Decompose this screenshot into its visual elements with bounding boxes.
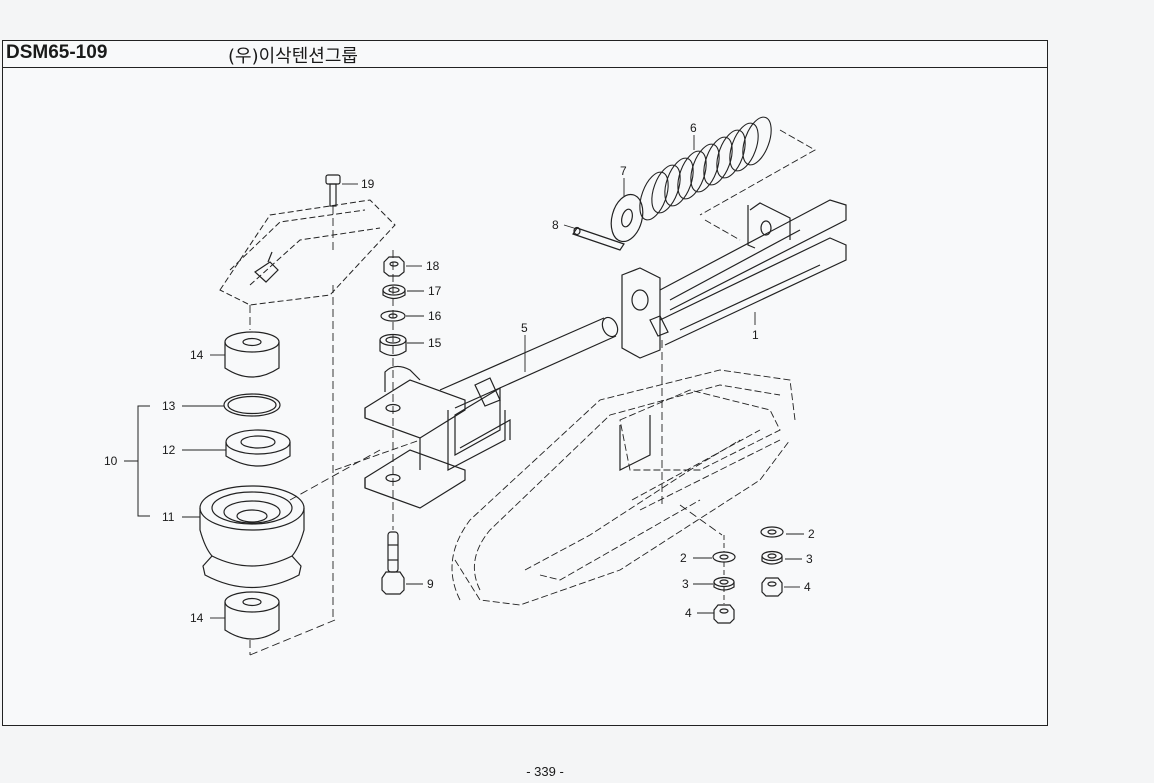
callout-11: 11 [162,510,175,524]
callout-4-right: 4 [804,580,811,594]
yoke-bracket [364,365,511,509]
callout-19: 19 [361,177,375,191]
nut-4-right [761,577,783,597]
callout-14-bottom: 14 [190,611,204,625]
callout-17: 17 [428,284,442,298]
bracket-clip [254,251,279,283]
leader-lines [182,135,804,619]
nut-4-left [713,604,735,624]
snap-ring-13 [223,393,281,417]
callout-14-top: 14 [190,348,204,362]
callout-16: 16 [428,309,442,323]
track-frame [334,369,796,606]
callout-7: 7 [620,164,627,178]
page-number: - 339 - [526,764,564,779]
washer-7 [610,193,644,243]
callout-10: 10 [104,454,118,468]
washer-2-left [712,551,736,563]
callout-1: 1 [752,328,759,342]
callout-2-right: 2 [808,527,815,541]
callout-3-left: 3 [682,577,689,591]
document-title: (우)이삭텐션그룹 [228,46,358,67]
document-code: DSM65-109 [6,42,108,63]
callout-15: 15 [428,336,442,350]
header-bar: DSM65-109 (우)이삭텐션그룹 [3,41,1047,68]
idler-wheel-11 [199,485,305,588]
callout-9: 9 [427,577,434,591]
bracket-plate [219,199,396,306]
bearing-12 [225,429,291,467]
roller-top-14 [224,331,280,378]
rod-5 [439,316,619,409]
callout-13: 13 [162,399,176,413]
spring-guide-lines [699,129,816,241]
callout-8: 8 [552,218,559,232]
spring-6 [639,116,772,221]
washer-16 [380,310,406,322]
bolt-19 [325,174,341,207]
group-bracket-10 [124,405,150,517]
frame-notch [619,415,651,471]
bushing-15 [379,333,407,357]
lock-washer-3-right [761,550,783,565]
parts-frame: DSM65-109 (우)이삭텐션그룹 [2,40,1048,726]
callout-5: 5 [521,321,528,335]
washer-2-right [760,526,784,538]
callout-labels: 19 18 17 16 15 5 6 7 8 1 14 13 12 10 11 … [104,121,815,625]
split-pin-8 [572,226,625,251]
callout-4-left: 4 [685,606,692,620]
pin-bolt-9 [381,531,405,595]
roller-bottom-14 [224,591,280,640]
tension-frame-1 [621,199,847,359]
callout-18: 18 [426,259,440,273]
nut-18 [383,256,405,277]
lock-washer-17 [382,284,406,300]
callout-3-right: 3 [806,552,813,566]
callout-2-left: 2 [680,551,687,565]
callout-12: 12 [162,443,176,457]
callout-6: 6 [690,121,697,135]
